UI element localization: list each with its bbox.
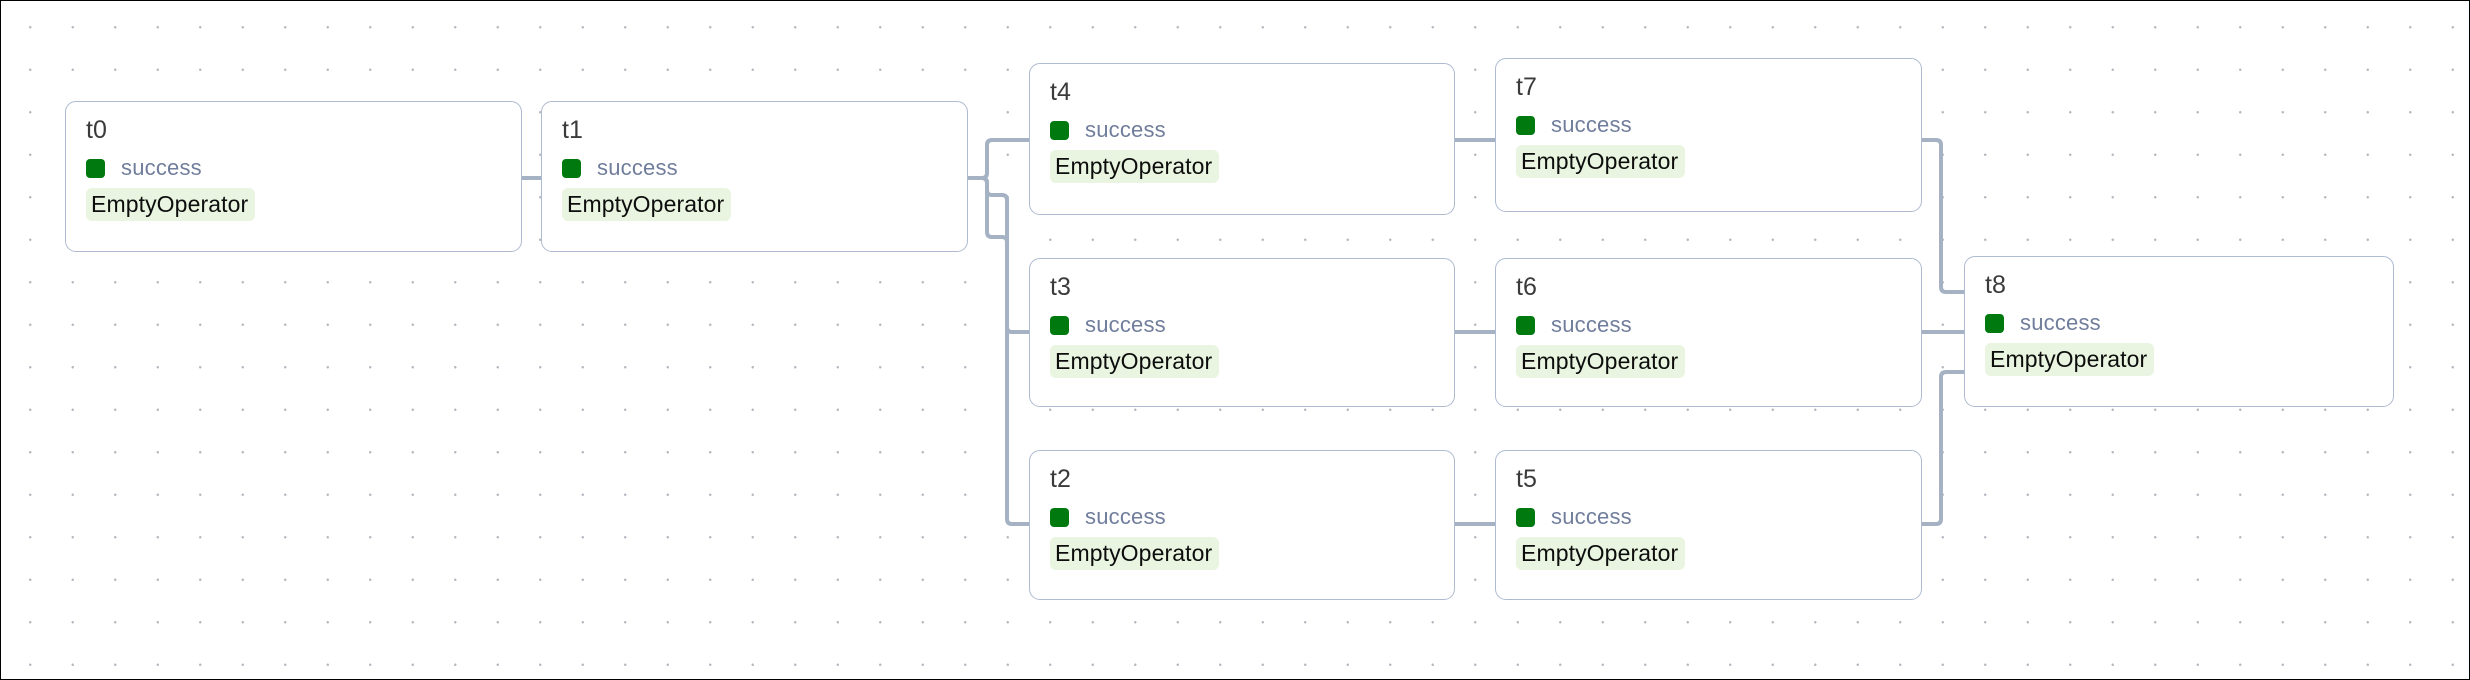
dag-node-status: success: [1050, 314, 1166, 336]
dag-node-title: t6: [1516, 273, 1538, 301]
dag-node-status-label: success: [1085, 117, 1166, 142]
dag-node-title: t2: [1050, 465, 1072, 493]
dag-node-t8[interactable]: t8 success EmptyOperator: [1964, 256, 2394, 407]
dag-node-status-label: success: [1551, 312, 1632, 337]
dag-node-status-label: success: [1085, 504, 1166, 529]
dag-edge: [1922, 370, 1964, 526]
dag-node-operator-badge: EmptyOperator: [1516, 345, 1686, 379]
dag-node-status: success: [1050, 119, 1166, 141]
status-success-icon: [1516, 507, 1535, 527]
dag-node-t3[interactable]: t3 success EmptyOperator: [1029, 258, 1455, 407]
dag-node-t6[interactable]: t6 success EmptyOperator: [1495, 258, 1922, 407]
status-success-icon: [1985, 313, 2004, 333]
dag-node-operator-badge: EmptyOperator: [1050, 345, 1220, 379]
dag-node-operator-badge: EmptyOperator: [86, 188, 256, 222]
dag-node-title: t3: [1050, 273, 1072, 301]
dag-edge: [1922, 138, 1964, 294]
dag-node-status-label: success: [2020, 310, 2101, 335]
dag-node-operator-badge: EmptyOperator: [1050, 150, 1220, 184]
dag-node-title: t4: [1050, 78, 1072, 106]
dag-node-status-label: success: [121, 155, 202, 180]
dag-node-t4[interactable]: t4 success EmptyOperator: [1029, 63, 1455, 215]
dag-node-t7[interactable]: t7 success EmptyOperator: [1495, 58, 1922, 212]
status-success-icon: [1050, 507, 1069, 527]
status-success-icon: [1516, 115, 1535, 135]
dag-edge: [968, 176, 1029, 334]
dag-node-t2[interactable]: t2 success EmptyOperator: [1029, 450, 1455, 600]
dag-edge: [968, 176, 1029, 526]
dag-node-status-label: success: [1551, 112, 1632, 137]
status-success-icon: [1050, 315, 1069, 335]
dag-node-t5[interactable]: t5 success EmptyOperator: [1495, 450, 1922, 600]
dag-node-title: t7: [1516, 73, 1538, 101]
dag-node-status-label: success: [597, 155, 678, 180]
dag-node-status-label: success: [1085, 312, 1166, 337]
dag-node-title: t1: [562, 116, 584, 144]
dag-node-status: success: [1516, 114, 1632, 136]
dag-node-t1[interactable]: t1 success EmptyOperator: [541, 101, 968, 252]
status-success-icon: [1050, 120, 1069, 140]
dag-node-status: success: [1050, 506, 1166, 528]
dag-node-status-label: success: [1551, 504, 1632, 529]
dag-node-status: success: [1985, 312, 2101, 334]
dag-node-status: success: [86, 157, 202, 179]
dag-node-title: t8: [1985, 271, 2007, 299]
dag-node-operator-badge: EmptyOperator: [1985, 343, 2155, 377]
dag-edge: [968, 138, 1029, 180]
dag-node-operator-badge: EmptyOperator: [1516, 537, 1686, 571]
dag-node-status: success: [1516, 506, 1632, 528]
dag-node-title: t5: [1516, 465, 1538, 493]
dag-node-operator-badge: EmptyOperator: [1050, 537, 1220, 571]
status-success-icon: [562, 158, 581, 178]
dag-node-status: success: [562, 157, 678, 179]
dag-node-status: success: [1516, 314, 1632, 336]
status-success-icon: [1516, 315, 1535, 335]
dag-node-title: t0: [86, 116, 108, 144]
dag-node-operator-badge: EmptyOperator: [1516, 145, 1686, 179]
dag-node-operator-badge: EmptyOperator: [562, 188, 732, 222]
status-success-icon: [86, 158, 105, 178]
dag-node-t0[interactable]: t0 success EmptyOperator: [65, 101, 522, 252]
